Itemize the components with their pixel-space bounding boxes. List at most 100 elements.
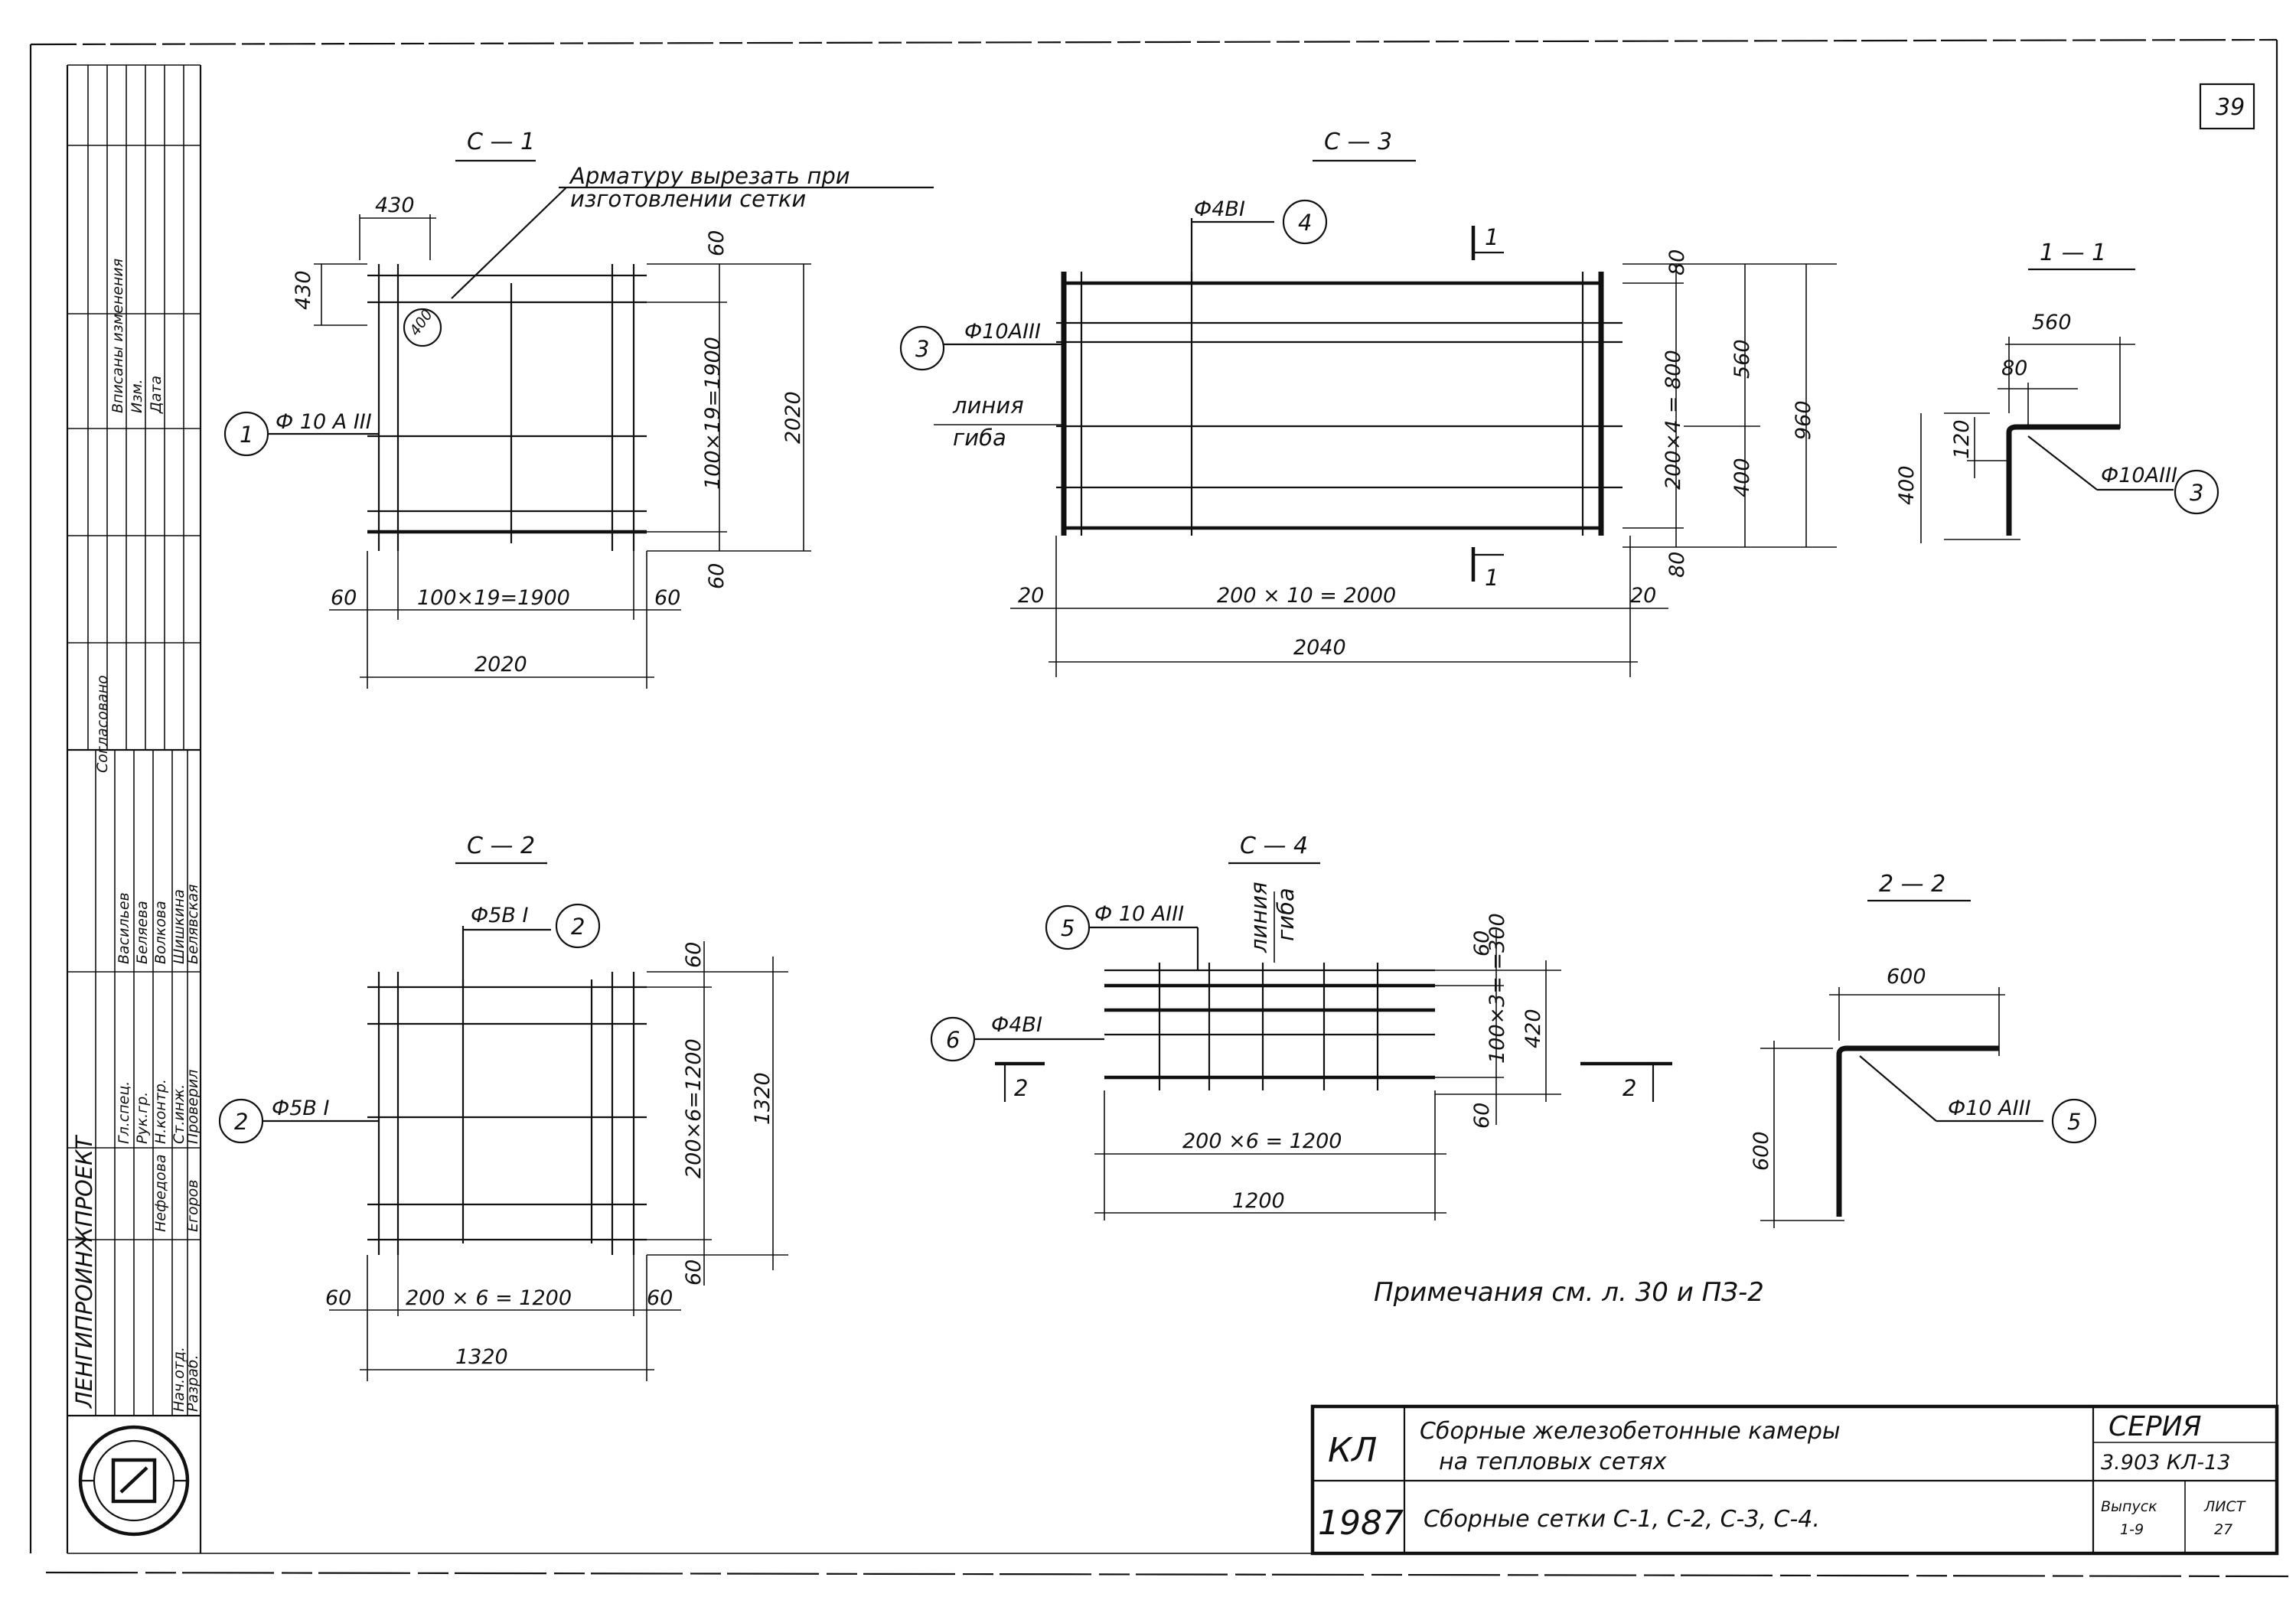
s22-dim-height: 600 xyxy=(1750,1131,1773,1171)
title-block: КЛ 1987 Сборные железобетонные камеры на… xyxy=(1310,1404,2279,1556)
s11-dim-drop: 120 xyxy=(1950,419,1974,459)
c2-dim-right: 60 xyxy=(647,1286,673,1310)
c1-title: С — 1 xyxy=(467,129,535,155)
c4-dim-top: 60 xyxy=(1470,930,1494,957)
c3-pos-top: 4 xyxy=(1298,210,1312,236)
title-subtitle: Сборные сетки С-1, С-2, С-3, С-4. xyxy=(1424,1506,1820,1533)
stamp-name-7: Егоров xyxy=(184,1180,201,1233)
c4-bend-line-2: гиба xyxy=(1273,888,1299,941)
mesh-c2: С — 2 Ф5В I 2 2 Ф5В I 60 200×6=1200 60 xyxy=(218,833,788,1381)
stamp-role-2: Рук.гр. xyxy=(134,1092,151,1144)
section-1-1: 1 — 1 560 80 120 400 Ф10АIII 3 xyxy=(1895,240,2219,543)
c4-dim-total-h: 1200 xyxy=(1232,1189,1285,1213)
series-label: СЕРИЯ xyxy=(2108,1411,2202,1442)
issue-value: 1-9 xyxy=(2120,1521,2144,1538)
s22-title: 2 — 2 xyxy=(1879,871,1945,898)
c2-pos-top: 2 xyxy=(571,914,585,940)
c3-title: С — 3 xyxy=(1324,129,1392,155)
c3-dim-left: 20 xyxy=(1018,584,1044,608)
stamp-name-1: Васильев xyxy=(116,892,132,964)
stamp-role-1: Гл.спец. xyxy=(116,1081,132,1144)
c1-dim-inner-v: 100×19=1900 xyxy=(701,337,725,490)
s11-dim-hook: 80 xyxy=(2001,357,2027,380)
c4-pos-left: 6 xyxy=(946,1027,960,1053)
stamp-name-2: Беляева xyxy=(134,901,151,964)
s11-bar-label: Ф10АIII xyxy=(2101,464,2177,487)
c2-dim-total-h: 1320 xyxy=(455,1345,508,1369)
c2-title: С — 2 xyxy=(467,833,535,859)
c3-bar-top-label: Ф4ВI xyxy=(1194,197,1245,221)
stamp-approved: Согласовано xyxy=(94,675,111,773)
title-line1: Сборные железобетонные камеры xyxy=(1420,1418,1841,1445)
c1-dim-left: 60 xyxy=(331,586,357,610)
c3-bend-line-1: линия xyxy=(952,393,1024,419)
stamp-role-6: Нач.отд. xyxy=(171,1347,188,1412)
s22-bar-label: Ф10 АIII xyxy=(1948,1097,2031,1120)
s11-title: 1 — 1 xyxy=(2040,240,2106,266)
c1-bar-label: Ф 10 А III xyxy=(276,410,372,434)
notes-text: Примечания см. л. 30 и ПЗ-2 xyxy=(1374,1277,1764,1308)
c1-dim-corner-h: 430 xyxy=(375,194,415,217)
c1-note-line1: Арматуру вырезать при xyxy=(569,163,850,189)
issue-label: Выпуск xyxy=(2101,1498,2157,1515)
c4-bar-left-label: Ф4ВI xyxy=(991,1013,1042,1037)
c1-pos-num: 1 xyxy=(240,422,253,448)
c1-dim-total-h: 2020 xyxy=(475,653,527,676)
stamp-role-7: Разраб. xyxy=(184,1354,201,1412)
page-number: 39 xyxy=(2216,94,2245,121)
c1-dim-top: 60 xyxy=(705,230,729,256)
c2-dim-total-v: 1320 xyxy=(751,1072,775,1125)
title-code: КЛ xyxy=(1328,1431,1377,1470)
c3-dim-lower: 400 xyxy=(1730,458,1754,497)
s11-pos-num: 3 xyxy=(2190,480,2203,506)
stamp-revision-2: Изм. xyxy=(129,379,145,413)
section-2-2: 2 — 2 600 600 Ф10 АIII 5 xyxy=(1750,871,2097,1228)
stamp-role-5: Проверил xyxy=(184,1070,201,1144)
c2-dim-bottom: 60 xyxy=(682,1260,706,1286)
stamp-name-4: Шишкина xyxy=(171,889,188,964)
mesh-c3: С — 3 Ф4ВI 4 3 Ф10АIII линия гиба 1 xyxy=(899,129,1837,677)
organization-emblem xyxy=(78,1425,190,1537)
c2-dim-left: 60 xyxy=(325,1286,351,1310)
c2-dim-inner-h: 200 × 6 = 1200 xyxy=(406,1286,572,1310)
stamp-revision-3: Дата xyxy=(148,376,165,414)
s22-dim-top: 600 xyxy=(1887,965,1926,989)
stamp-role-3: Н.контр. xyxy=(152,1079,169,1144)
c3-bend-line-2: гиба xyxy=(953,425,1006,451)
title-year: 1987 xyxy=(1318,1504,1404,1543)
stamp-revision-1: Вписаны изменения xyxy=(109,259,126,413)
s22-pos-num: 5 xyxy=(2067,1109,2081,1135)
stamp-name-6: Нефедова xyxy=(152,1154,169,1232)
stamp-name-3: Волкова xyxy=(152,901,169,964)
c4-dim-inner-h: 200 ×6 = 1200 xyxy=(1182,1129,1342,1153)
c1-dim-inner-h: 100×19=1900 xyxy=(417,586,570,610)
c3-dim-upper: 560 xyxy=(1730,339,1754,379)
c3-pos-left: 3 xyxy=(915,336,929,362)
mesh-c4: С — 4 линия гиба 5 Ф 10 АIII 6 Ф4ВI 2 xyxy=(930,833,1672,1221)
sheet-label: ЛИСТ xyxy=(2203,1498,2246,1515)
c1-dim-total-v: 2020 xyxy=(781,391,805,444)
s11-dim-top: 560 xyxy=(2032,311,2072,334)
series-value: 3.903 КЛ-13 xyxy=(2101,1451,2230,1475)
mesh-c1: С — 1 Арматуру вырезать при изготовлении… xyxy=(223,129,934,689)
stamp-name-5: Белявская xyxy=(184,885,201,965)
c3-dim-top: 80 xyxy=(1665,249,1689,275)
c3-dim-inner-v: 200×4 = 800 xyxy=(1662,350,1685,490)
c3-section-mark-bottom: 1 xyxy=(1485,565,1499,591)
c1-dim-bottom: 60 xyxy=(705,563,729,589)
c4-pos-top: 5 xyxy=(1061,915,1075,941)
c4-dim-total-v: 420 xyxy=(1521,1009,1545,1048)
c4-bar-top-label: Ф 10 АIII xyxy=(1094,902,1184,926)
c2-pos-left: 2 xyxy=(234,1109,248,1135)
c3-dim-total-h: 2040 xyxy=(1293,636,1346,660)
c1-dim-right: 60 xyxy=(654,586,680,610)
c3-section-mark-top: 1 xyxy=(1485,224,1499,250)
c3-dim-right: 20 xyxy=(1630,584,1656,608)
c3-dim-inner-h: 200 × 10 = 2000 xyxy=(1217,584,1396,608)
c3-dim-bottom: 80 xyxy=(1665,552,1689,578)
c4-bend-line-1: линия xyxy=(1246,882,1272,953)
stamp-role-4: Ст.инж. xyxy=(171,1084,188,1144)
c4-dim-bottom: 60 xyxy=(1470,1103,1494,1129)
c4-section-mark-right: 2 xyxy=(1623,1075,1636,1101)
